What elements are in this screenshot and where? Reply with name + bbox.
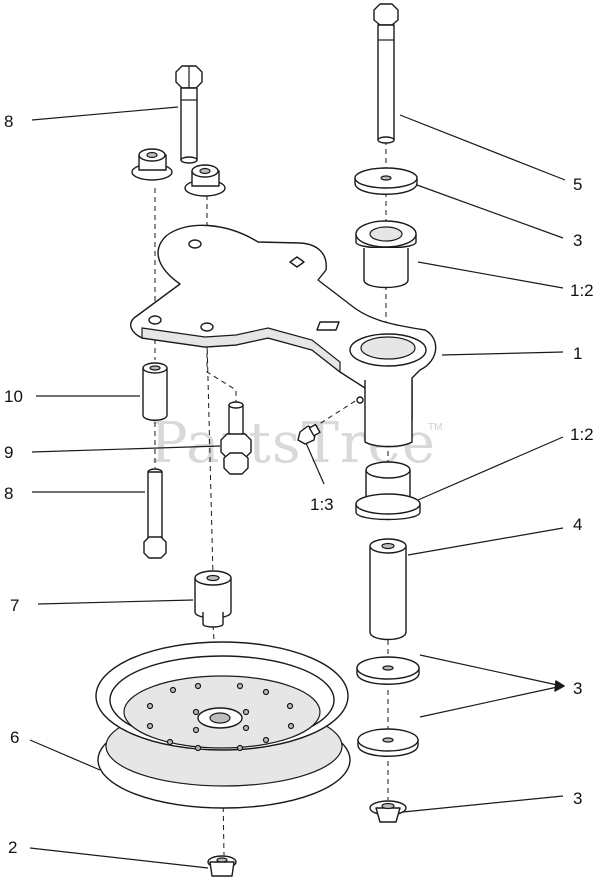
- leader-lines: [29, 106, 566, 869]
- callout-3-bottom[interactable]: 3: [573, 789, 582, 808]
- callout-3-middle[interactable]: 3: [573, 679, 582, 698]
- callout-1[interactable]: 1: [573, 344, 582, 363]
- callout-2[interactable]: 2: [8, 838, 17, 857]
- callout-7[interactable]: 7: [10, 596, 19, 615]
- bushing-1-2-bottom: [355, 461, 421, 521]
- nut-2: [207, 855, 237, 877]
- nut-3-bottom: [369, 800, 407, 823]
- callout-5[interactable]: 5: [573, 175, 582, 194]
- idler-bracket: [130, 224, 437, 448]
- callout-10[interactable]: 10: [4, 387, 23, 406]
- flange-nut-right: [184, 164, 226, 197]
- callout-4[interactable]: 4: [573, 515, 582, 534]
- idler-pulley-6: [95, 641, 351, 809]
- washer-3-lower: [357, 728, 419, 757]
- callout-labels: 8 5 3 1:2 1 10 9 1:3 1:2 8 4 7 3 6 3 2: [4, 112, 594, 857]
- watermark-tm: TM: [428, 422, 442, 433]
- sleeve-4: [369, 538, 407, 641]
- callout-1-2-top[interactable]: 1:2: [570, 281, 594, 300]
- washer-3-middle: [356, 656, 420, 685]
- callout-3-top[interactable]: 3: [573, 231, 582, 250]
- bolt-8-top: [175, 65, 203, 164]
- grease-fitting-1-3: [297, 423, 321, 445]
- assembly-axes: [154, 140, 389, 856]
- callout-8-top[interactable]: 8: [4, 112, 13, 131]
- washer-3-top: [354, 167, 418, 195]
- spacer-10: [142, 362, 168, 421]
- callout-6[interactable]: 6: [10, 728, 19, 747]
- callout-9[interactable]: 9: [4, 443, 13, 462]
- flange-nut-left: [131, 148, 173, 181]
- bolt-8-bottom: [143, 468, 167, 559]
- callout-1-3[interactable]: 1:3: [310, 495, 334, 514]
- callout-1-2-bottom[interactable]: 1:2: [570, 425, 594, 444]
- bolt-5: [373, 3, 399, 144]
- callout-8-bottom[interactable]: 8: [4, 484, 13, 503]
- spacer-7: [194, 570, 232, 628]
- adjuster-9: [220, 401, 252, 475]
- bushing-1-2-top: [355, 220, 417, 289]
